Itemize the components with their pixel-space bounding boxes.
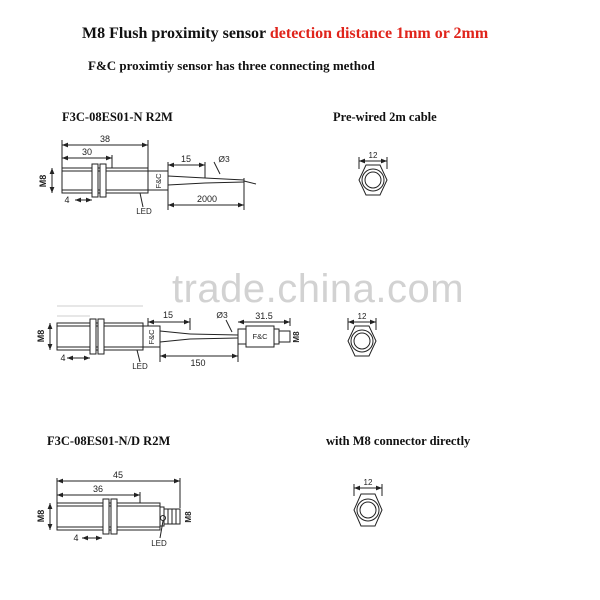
caption-1: Pre-wired 2m cable <box>333 110 437 124</box>
page-subtitle: F&C proximtiy sensor has three connectin… <box>88 58 375 73</box>
sensor-drawing-2 <box>47 318 291 363</box>
thread-label-3: M8 <box>36 510 46 523</box>
led-label-1: LED <box>136 207 152 216</box>
title-highlight: detection distance 1mm or 2mm <box>269 25 489 42</box>
dim-cable-len-1: 2000 <box>197 194 217 204</box>
dim-body-1: 30 <box>82 147 92 157</box>
nut-width-2: 12 <box>358 312 367 321</box>
sensor-drawing-1 <box>49 140 257 210</box>
dim-nut-1: 4 <box>64 195 69 205</box>
led-label-2: LED <box>132 362 148 371</box>
dim-tail-2: 15 <box>163 310 173 320</box>
watermark: trade.china.com <box>172 267 465 311</box>
hex-nut-view-1 <box>358 157 388 196</box>
model-label-3: F3C-08ES01-N/D R2M <box>47 434 171 448</box>
nut-width-1: 12 <box>369 151 378 160</box>
dim-overall-1: 38 <box>100 134 110 144</box>
dim-nut-2: 4 <box>60 353 65 363</box>
dim-cable-dia-2: Ø3 <box>216 310 228 320</box>
dim-overall-3: 45 <box>113 470 123 480</box>
sensor-drawing-3 <box>47 478 181 541</box>
plug-thread-3: M8 <box>184 511 193 523</box>
dim-plug-len-2: 31.5 <box>255 311 273 321</box>
dim-cable-dia-1: Ø3 <box>218 154 230 164</box>
hex-nut-view-2 <box>347 318 377 357</box>
brand-mark-2: F&C <box>147 329 156 345</box>
caption-3: with M8 connector directly <box>326 434 471 448</box>
brand-mark-1: F&C <box>154 173 163 189</box>
title-main: M8 Flush proximity sensor <box>82 25 270 42</box>
model-label-1: F3C-08ES01-N R2M <box>62 110 173 124</box>
nut-width-3: 12 <box>364 478 373 487</box>
dim-tail-1: 15 <box>181 154 191 164</box>
thread-label-2: M8 <box>36 330 46 343</box>
dim-cable-len-2: 150 <box>190 358 205 368</box>
dim-body-3: 36 <box>93 484 103 494</box>
faded-dimension-2 <box>57 305 143 317</box>
plug-thread-2: M8 <box>292 331 301 343</box>
thread-label-1: M8 <box>38 175 48 188</box>
page-title: M8 Flush proximity sensor detection dist… <box>82 25 488 43</box>
led-label-3: LED <box>151 539 167 548</box>
plug-brand-2: F&C <box>253 332 269 341</box>
hex-nut-view-3 <box>353 484 383 527</box>
dim-nut-3: 4 <box>73 533 78 543</box>
